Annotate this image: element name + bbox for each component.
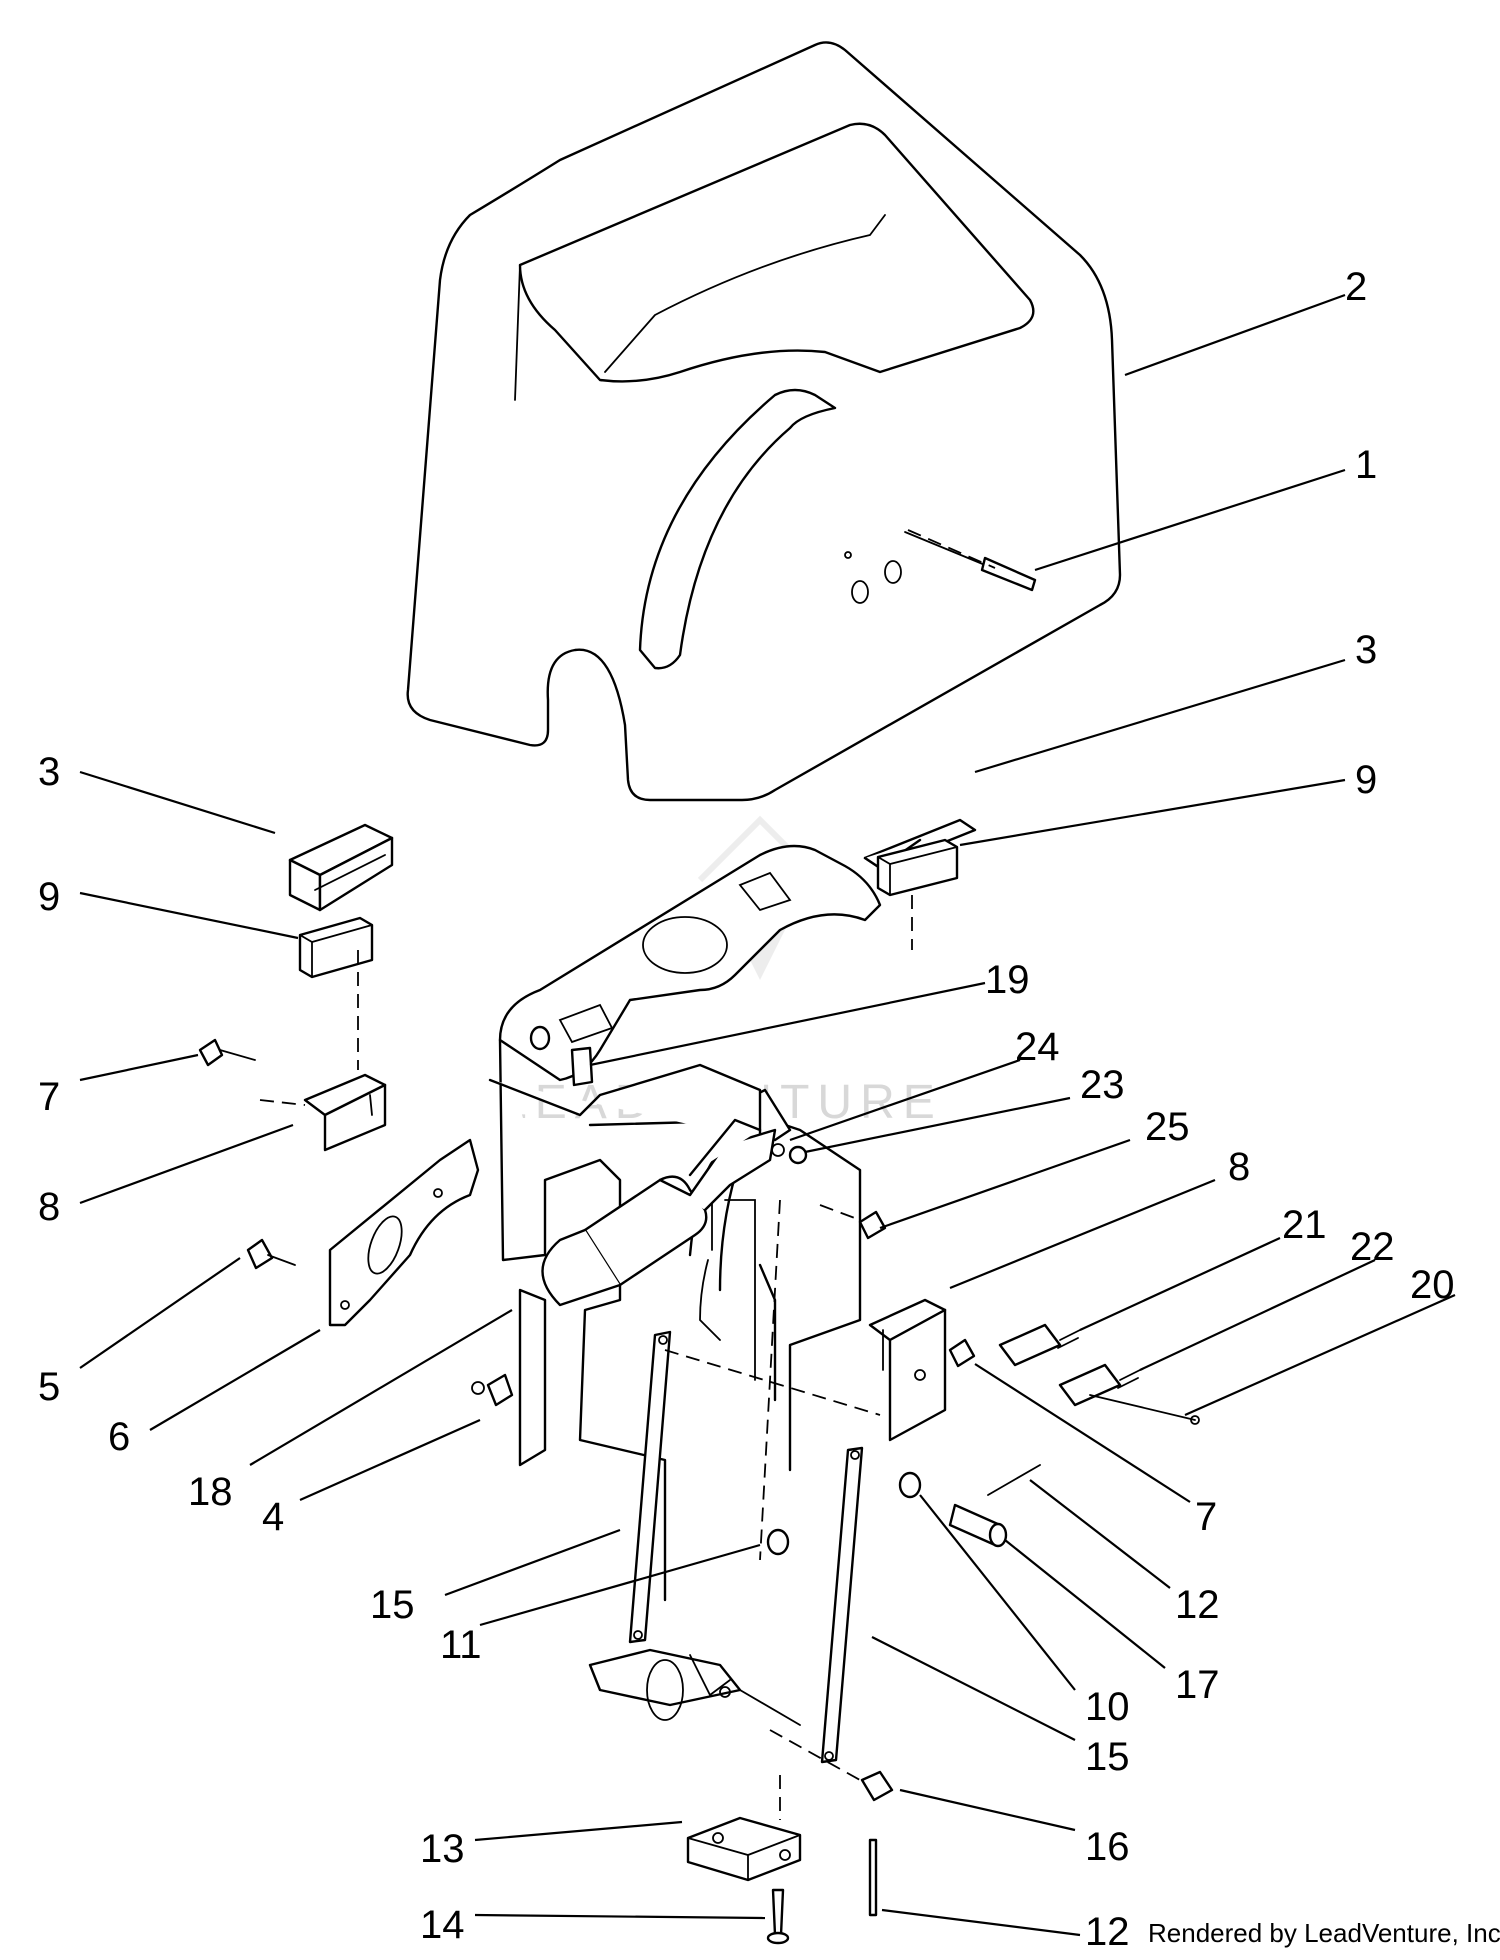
bolt-part-16: [860, 1770, 894, 1802]
callout-12-upper: 12: [1175, 1583, 1220, 1627]
switch-part-22: [1058, 1363, 1141, 1407]
callout-3-right: 3: [1355, 628, 1377, 672]
lower-shaft: [588, 1648, 801, 1726]
bolt-lower-4: [471, 1373, 514, 1407]
pin-part-17: [948, 1503, 1008, 1548]
screw-part-20: [1089, 1394, 1200, 1425]
callout-7-right: 7: [1195, 1495, 1217, 1539]
callout-20: 20: [1410, 1263, 1455, 1307]
callout-5: 5: [38, 1365, 60, 1409]
callout-12-lower: 12: [1085, 1910, 1130, 1954]
callout-10: 10: [1085, 1685, 1130, 1729]
console-cover: [406, 41, 1122, 802]
callout-22: 22: [1350, 1225, 1395, 1269]
washer-parts-23-24: [771, 1143, 808, 1165]
guide-line: [664, 1349, 881, 1416]
screw-part-1: [904, 529, 1037, 592]
bolt-left-upper: [198, 1038, 256, 1067]
callout-4: 4: [262, 1495, 284, 1539]
callout-1: 1: [1355, 443, 1377, 487]
callout-16: 16: [1085, 1825, 1130, 1869]
link-right: [820, 1446, 864, 1764]
block-part-13: [686, 1816, 802, 1882]
handle-assembly: [541, 1118, 777, 1307]
side-plate-left: [328, 1138, 480, 1327]
callout-19: 19: [985, 958, 1030, 1002]
bolt-left-lower: [246, 1238, 296, 1270]
callout-6: 6: [108, 1415, 130, 1459]
guide-line: [759, 1199, 781, 1561]
switch-part-21: [998, 1323, 1081, 1367]
callout-18: 18: [188, 1470, 233, 1514]
render-credit: Rendered by LeadVenture, Inc.: [1148, 1918, 1500, 1948]
washer-part-10: [898, 1471, 922, 1499]
guide-line: [259, 1099, 306, 1106]
callouts: 2 1 3 9 3 9 19 24 23 25 8 21 22 20 7 8 5…: [38, 265, 1455, 1954]
l-bracket-right: [868, 1298, 947, 1442]
callout-2: 2: [1345, 265, 1367, 309]
callout-21: 21: [1282, 1203, 1327, 1247]
guide-line: [769, 1729, 861, 1781]
callout-9-right: 9: [1355, 758, 1377, 802]
callout-14: 14: [420, 1903, 465, 1947]
callout-15-right: 15: [1085, 1735, 1130, 1779]
mounting-plate: [498, 844, 882, 1087]
cotter-pin-part-12-upper: [987, 1464, 1041, 1496]
bolt-part-14: [766, 1888, 790, 1945]
callout-13: 13: [420, 1827, 465, 1871]
callout-8-right: 8: [1228, 1145, 1250, 1189]
callout-9-left: 9: [38, 875, 60, 919]
angle-bracket-left: [288, 823, 394, 912]
nut-part-11: [766, 1528, 790, 1556]
callout-25: 25: [1145, 1105, 1190, 1149]
callout-17: 17: [1175, 1663, 1220, 1707]
bolt-part-7-right: [948, 1338, 976, 1368]
callout-23: 23: [1080, 1063, 1125, 1107]
callout-15-left: 15: [370, 1583, 415, 1627]
spacer-block-left: [298, 916, 374, 979]
leader-lines: [79, 293, 1456, 1937]
callout-7-left: 7: [38, 1075, 60, 1119]
l-bracket-left: [303, 1073, 387, 1152]
link-left: [628, 1330, 672, 1644]
callout-3-left: 3: [38, 750, 60, 794]
callout-8-left: 8: [38, 1185, 60, 1229]
pin-part-12-lower: [868, 1838, 878, 1917]
callout-11: 11: [440, 1623, 482, 1667]
spacer-block-right: [876, 838, 959, 897]
bolt-part-25: [819, 1204, 887, 1240]
callout-24: 24: [1015, 1025, 1060, 1069]
